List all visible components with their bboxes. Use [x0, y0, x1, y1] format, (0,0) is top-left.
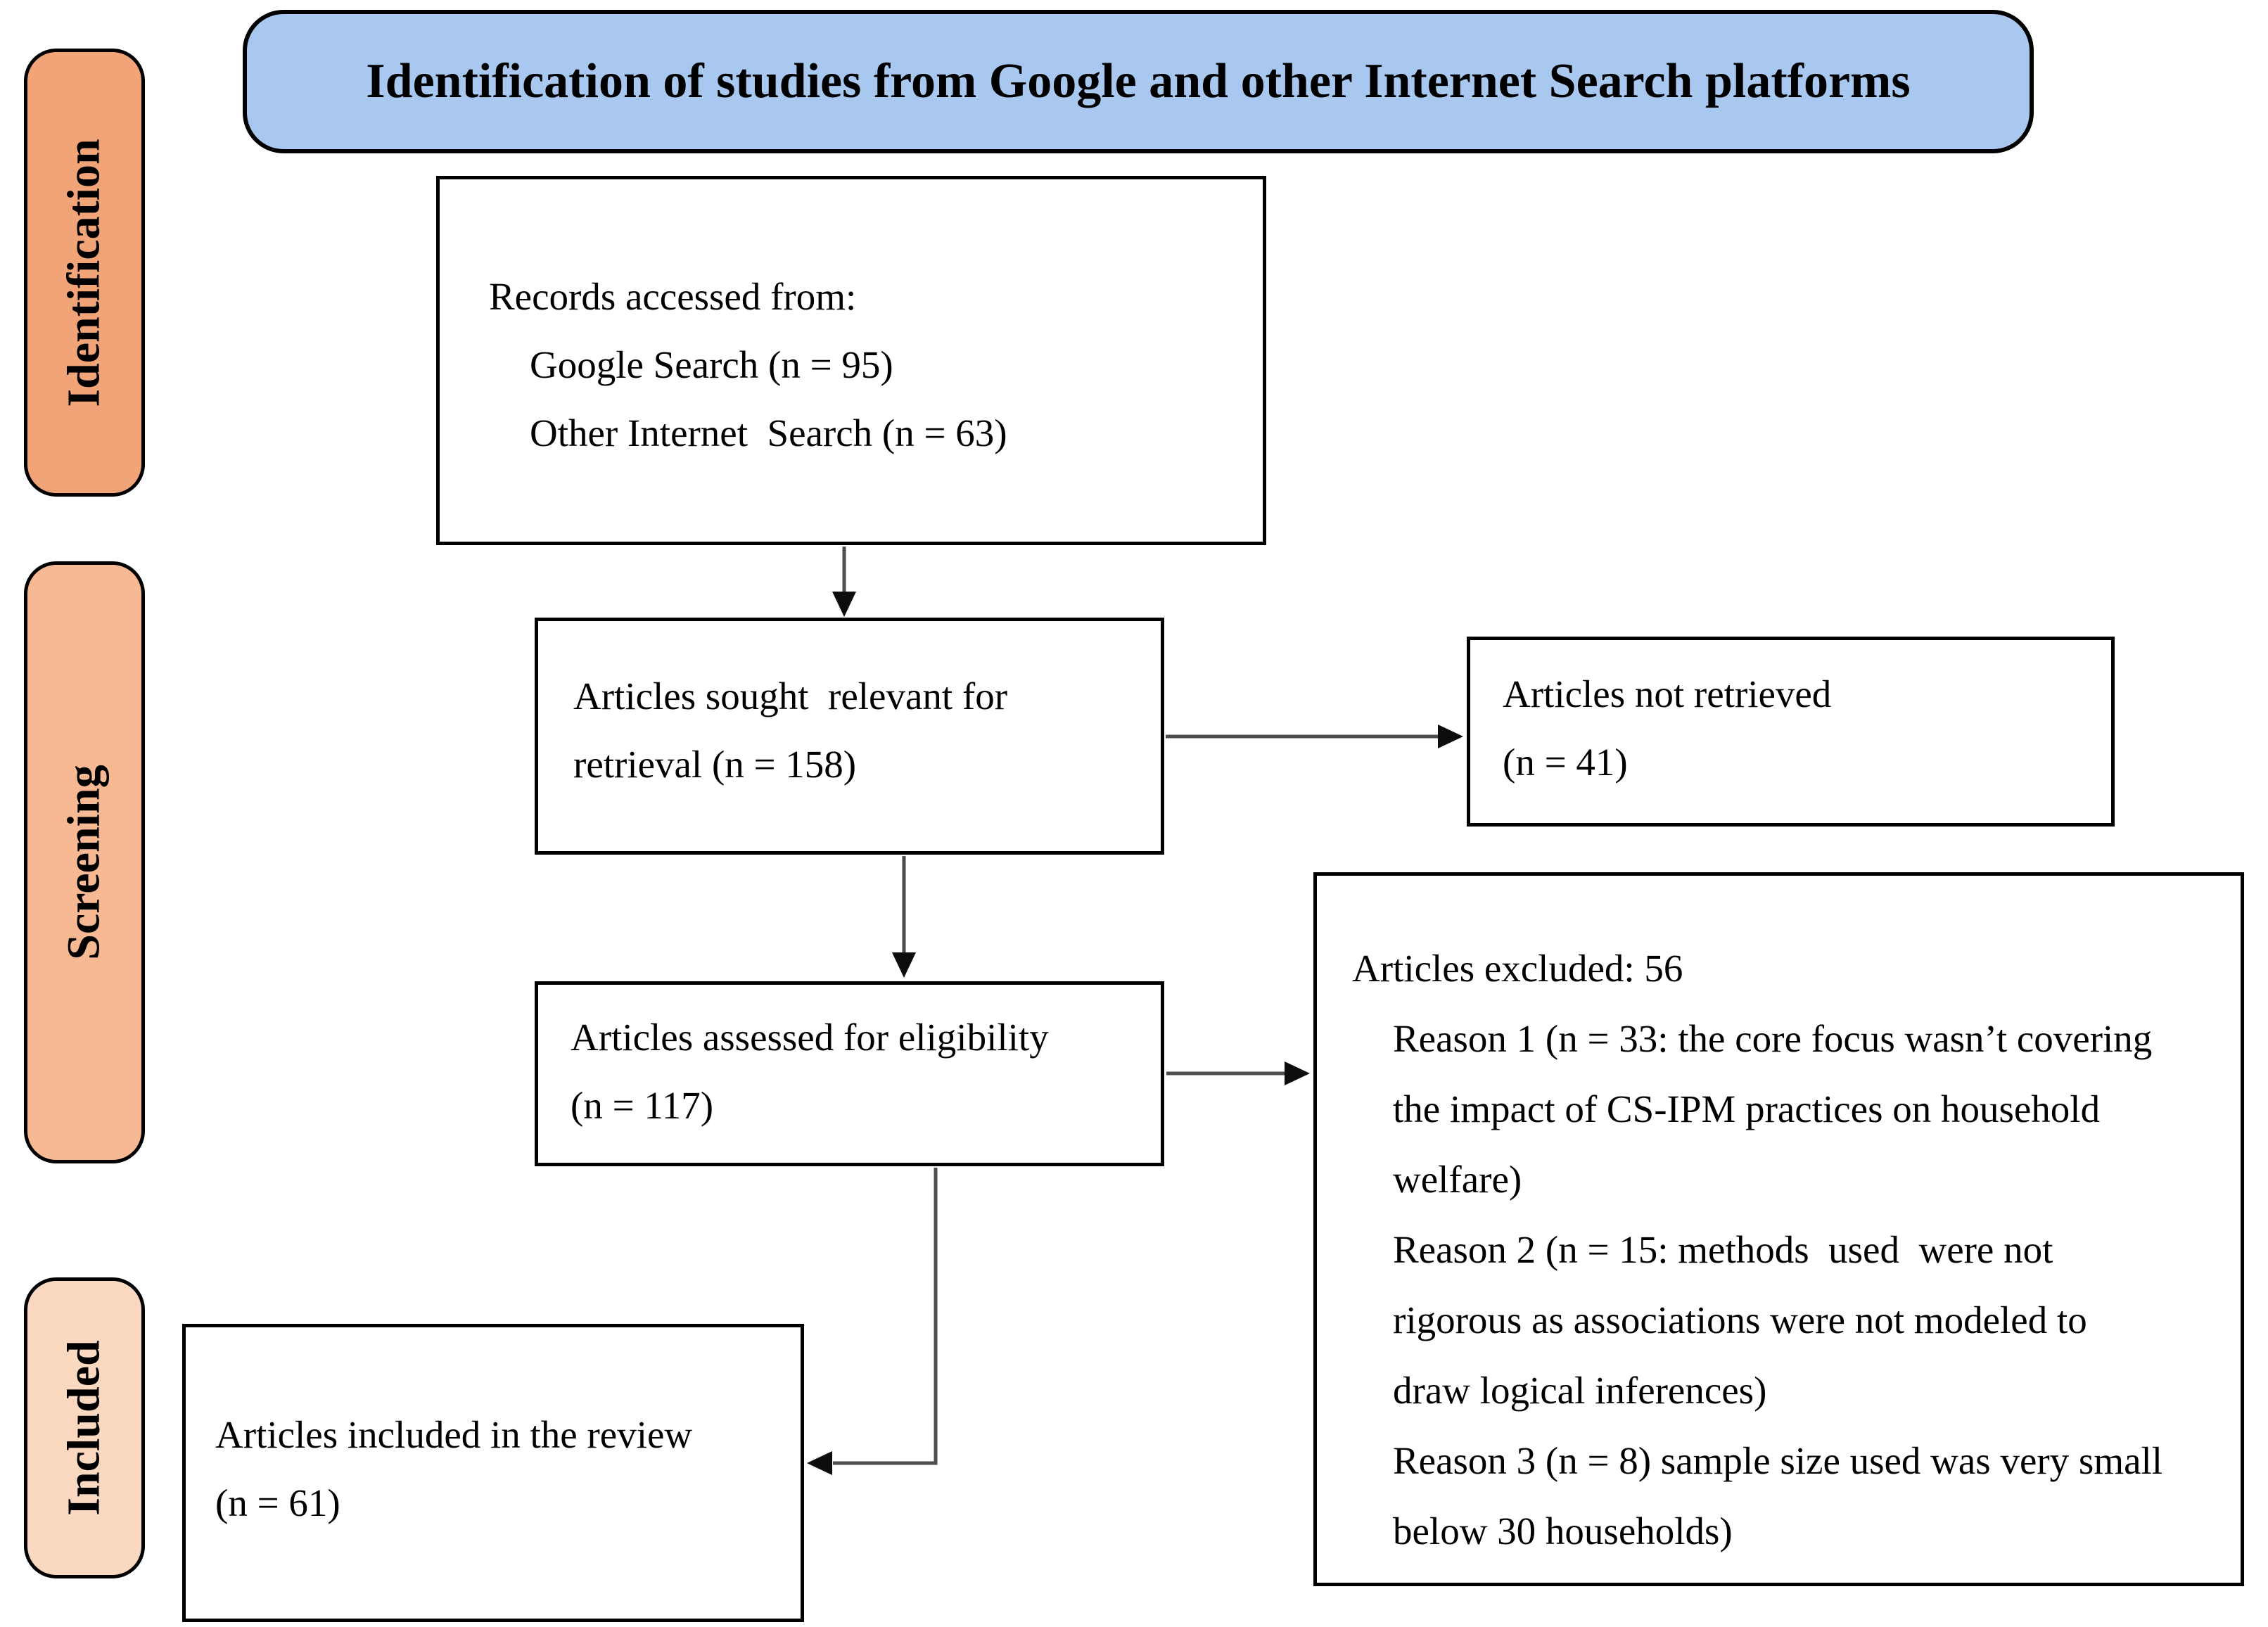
box-records-line: Other Internet Search (n = 63)	[530, 411, 1007, 454]
title-text: Identification of studies from Google an…	[366, 54, 1911, 108]
box-included-line: Articles included in the review	[215, 1413, 693, 1456]
box-sought-line: retrieval (n = 158)	[573, 743, 857, 786]
box-not-retrieved-line: Articles not retrieved	[1503, 672, 1832, 715]
box-articles-excluded: Articles excluded: 56 Reason 1 (n = 33: …	[1313, 872, 2244, 1586]
arrow-records-to-sought	[832, 547, 856, 617]
stage-label-identification-text: Identification	[58, 138, 110, 407]
box-articles-included: Articles included in the review (n = 61)	[182, 1324, 804, 1622]
box-excluded-line: Reason 1 (n = 33: the core focus wasn’t …	[1393, 1017, 2153, 1060]
stage-label-included: Included	[24, 1277, 145, 1578]
box-records-accessed: Records accessed from: Google Search (n …	[436, 176, 1266, 545]
box-excluded-line: draw logical inferences)	[1393, 1369, 1767, 1412]
box-excluded-line: Articles excluded: 56	[1352, 947, 1683, 990]
box-excluded-line: rigorous as associations were not modele…	[1393, 1299, 2087, 1341]
box-assessed-line: Articles assessed for eligibility	[571, 1016, 1049, 1059]
arrow-sought-to-assessed	[892, 856, 916, 978]
stage-label-screening: Screening	[24, 561, 145, 1163]
stage-label-identification: Identification	[24, 49, 145, 497]
box-not-retrieved-line: (n = 41)	[1503, 741, 1628, 784]
arrow-sought-to-not-retrieved	[1166, 725, 1463, 748]
stage-label-screening-text: Screening	[58, 765, 110, 960]
box-records-line: Records accessed from:	[489, 275, 857, 318]
stage-label-included-text: Included	[58, 1340, 110, 1516]
title-banner: Identification of studies from Google an…	[243, 10, 2034, 153]
box-excluded-line: Reason 3 (n = 8) sample size used was ve…	[1393, 1439, 2163, 1482]
box-excluded-line: Reason 2 (n = 15: methods used were not	[1393, 1228, 2053, 1271]
box-records-line: Google Search (n = 95)	[530, 343, 893, 386]
box-sought-line: Articles sought relevant for	[573, 675, 1008, 717]
box-articles-assessed: Articles assessed for eligibility (n = 1…	[535, 981, 1164, 1166]
box-assessed-line: (n = 117)	[571, 1084, 714, 1127]
box-included-line: (n = 61)	[215, 1481, 340, 1524]
arrow-assessed-to-excluded	[1166, 1061, 1310, 1085]
box-excluded-line: the impact of CS-IPM practices on househ…	[1393, 1087, 2101, 1130]
box-excluded-line: welfare)	[1393, 1158, 1522, 1201]
box-articles-not-retrieved: Articles not retrieved (n = 41)	[1467, 637, 2115, 827]
box-excluded-line: below 30 households)	[1393, 1510, 1733, 1552]
box-articles-sought: Articles sought relevant for retrieval (…	[535, 618, 1164, 855]
arrow-assessed-to-included	[807, 1168, 938, 1475]
